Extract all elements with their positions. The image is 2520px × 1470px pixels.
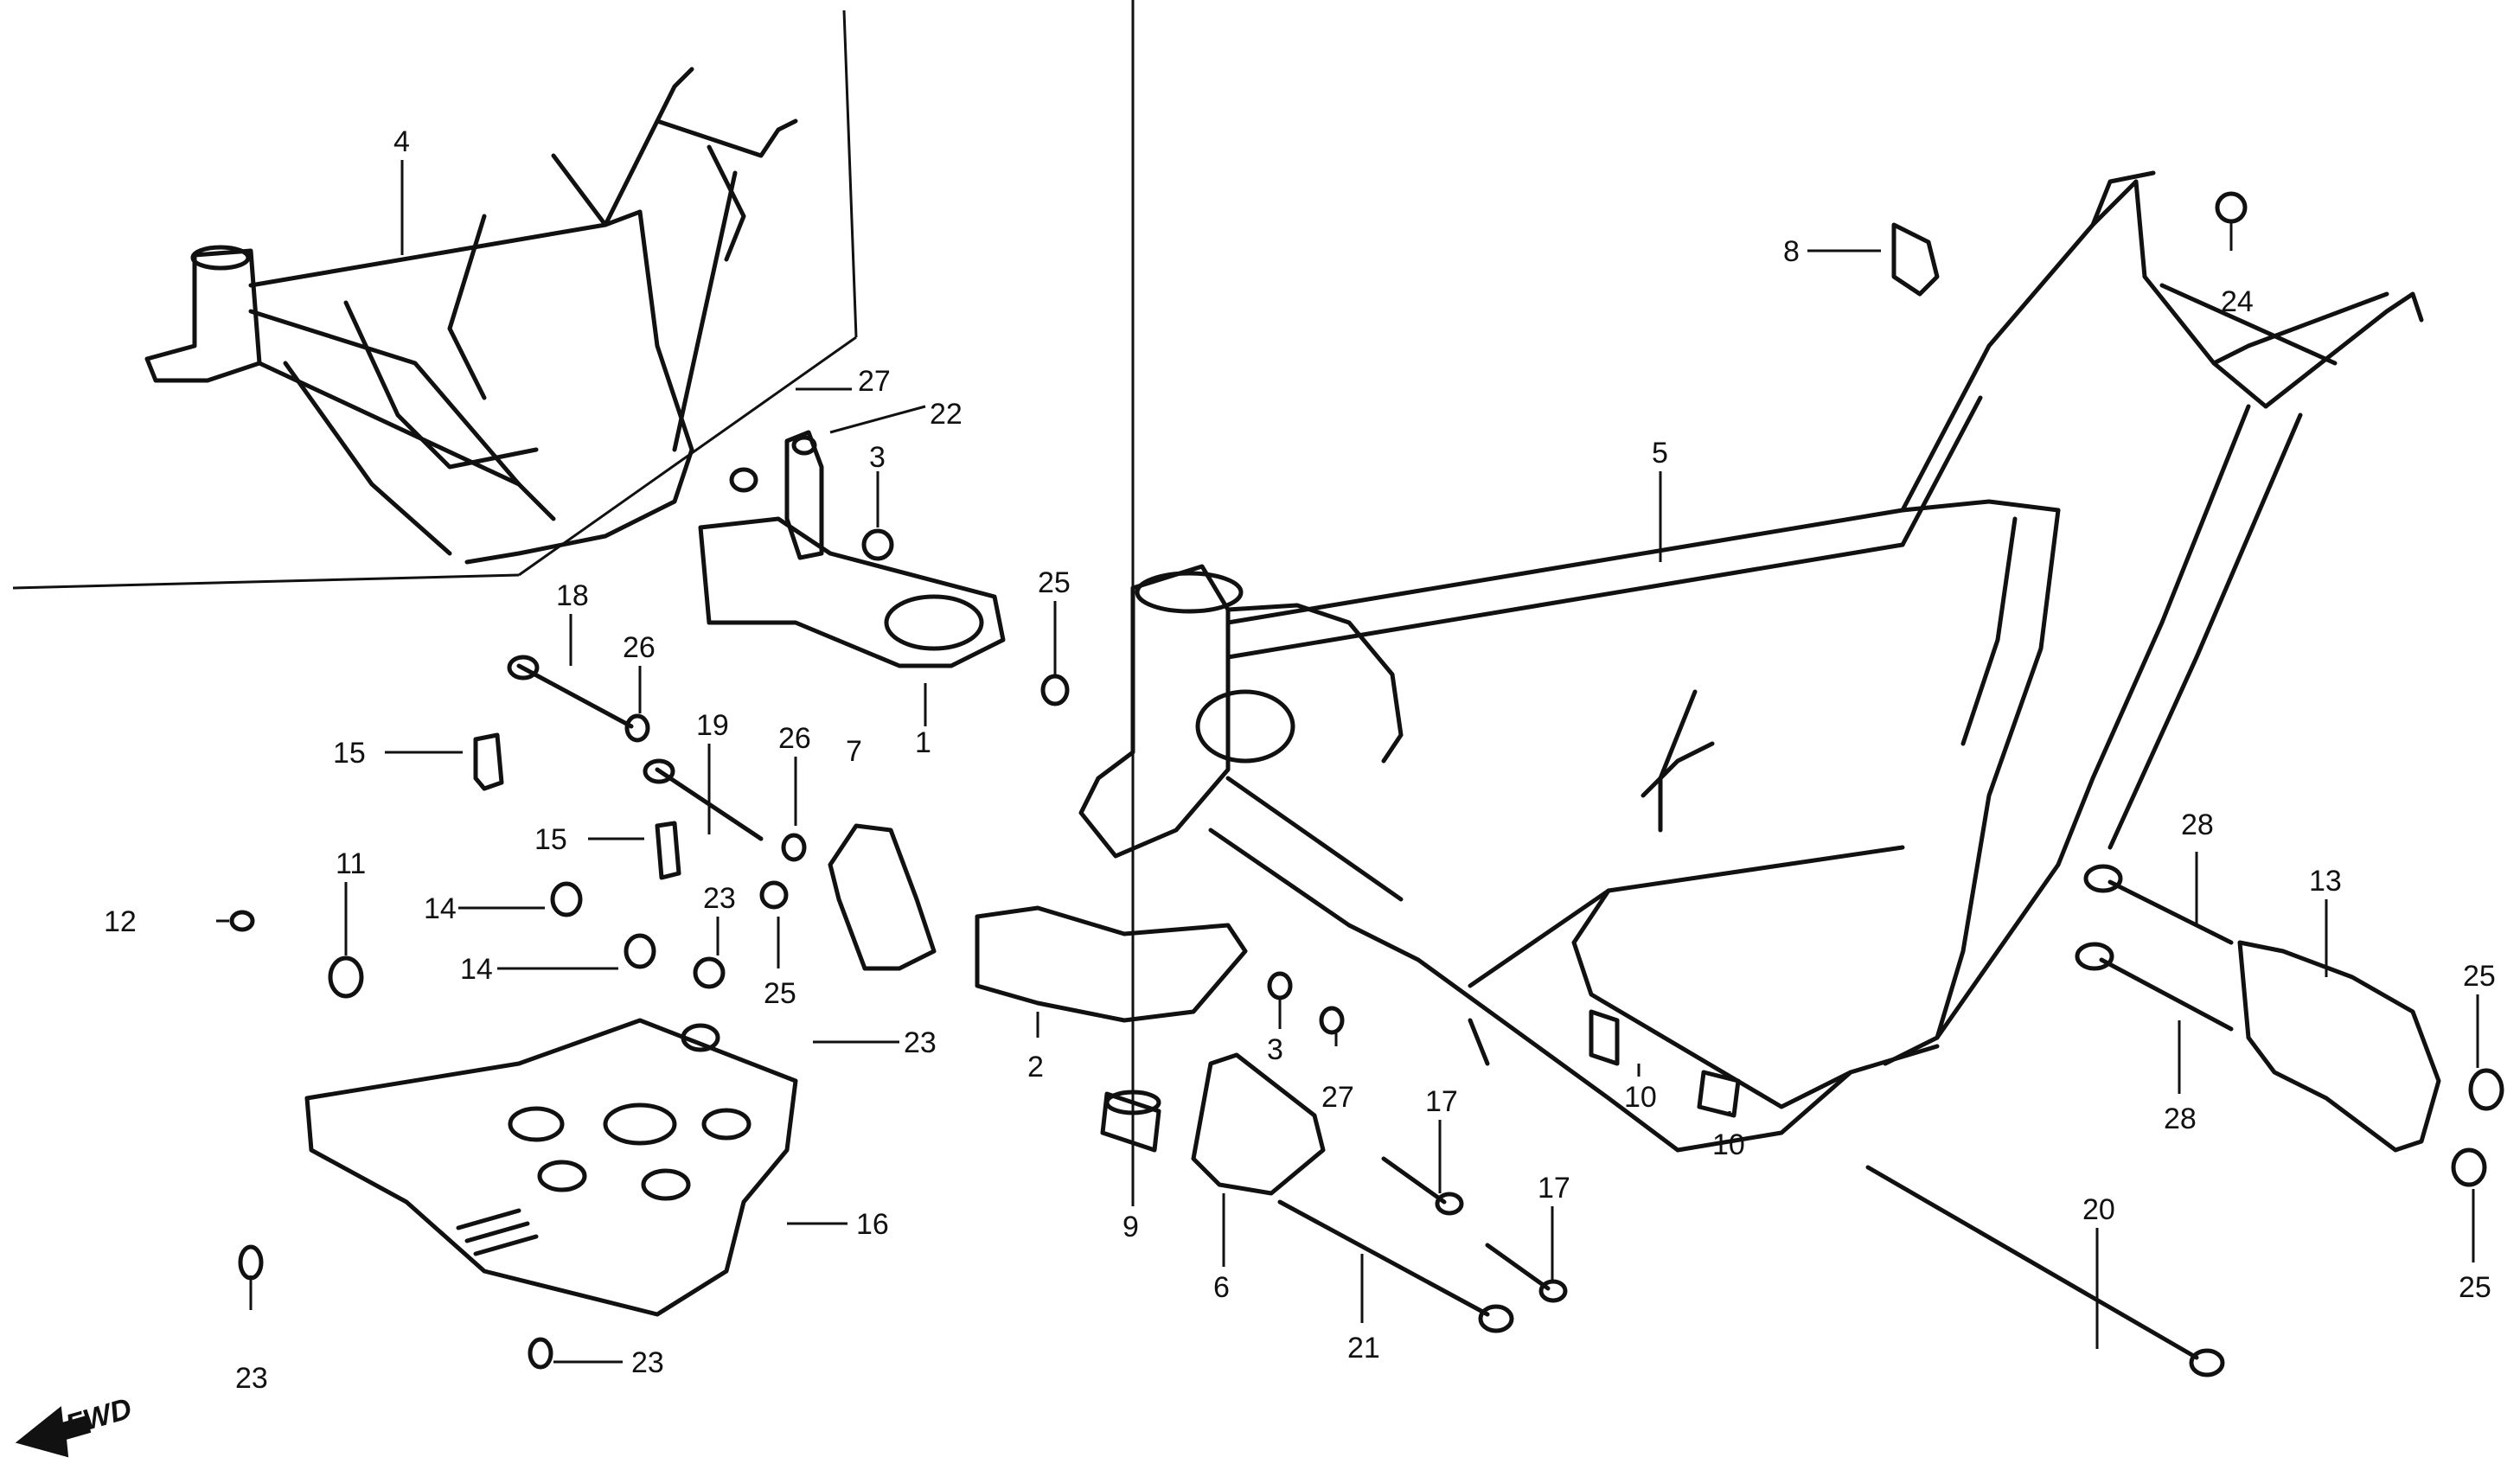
callout-17: 17: [1538, 1172, 1570, 1205]
callout-14: 14: [460, 953, 493, 986]
callout-27: 27: [858, 365, 891, 398]
inset-frame-4: [144, 67, 798, 565]
callout-25: 25: [764, 977, 796, 1010]
callout-23: 23: [235, 1362, 268, 1395]
callout-3: 3: [1267, 1033, 1283, 1066]
callout-9: 9: [1122, 1211, 1139, 1243]
callout-7: 7: [846, 735, 862, 768]
fwd-direction-indicator: FWD: [15, 1392, 136, 1458]
callout-1: 1: [915, 726, 931, 759]
callout-23: 23: [904, 1026, 937, 1059]
leader-lines: [216, 0, 2479, 1364]
part-13-plate: [2237, 940, 2441, 1153]
callout-26: 26: [623, 631, 656, 664]
callout-15: 15: [333, 737, 366, 770]
fwd-label: FWD: [62, 1392, 136, 1442]
callout-22: 22: [930, 398, 963, 431]
main-frame-5: [1078, 170, 2424, 1153]
callout-15: 15: [534, 823, 567, 856]
part-1-guard: [698, 516, 1006, 668]
part-8-clip: [1891, 222, 1940, 297]
callout-4: 4: [393, 125, 410, 158]
callout-labels: 1 2 3 3 4 5 6 7 8 9 10 10 11 12 13 14 14…: [104, 125, 2496, 1395]
callout-25: 25: [2459, 1271, 2491, 1304]
inset-frame-border: [12, 10, 858, 590]
callout-16: 16: [856, 1208, 889, 1241]
callout-25: 25: [2463, 960, 2496, 993]
bolts-and-hardware: [229, 191, 2504, 1377]
callout-8: 8: [1783, 235, 1800, 268]
part-22-bracket: [784, 430, 824, 560]
callout-24: 24: [2221, 285, 2254, 318]
callout-11: 11: [336, 847, 366, 880]
callout-28: 28: [2164, 1102, 2197, 1135]
part-9-collar: [1100, 1090, 1161, 1153]
callout-17: 17: [1425, 1085, 1458, 1118]
callout-13: 13: [2309, 865, 2342, 898]
callout-20: 20: [2082, 1193, 2115, 1226]
callout-27: 27: [1321, 1081, 1354, 1114]
callout-6: 6: [1213, 1271, 1230, 1304]
callout-14: 14: [424, 892, 457, 925]
callout-28: 28: [2181, 808, 2214, 841]
part-6-plate: [1191, 1052, 1326, 1196]
callout-21: 21: [1347, 1332, 1380, 1365]
callout-3: 3: [869, 441, 886, 474]
callout-12: 12: [104, 905, 137, 938]
callout-23: 23: [703, 882, 736, 915]
callout-19: 19: [696, 709, 729, 742]
callout-5: 5: [1652, 437, 1668, 470]
callout-25: 25: [1038, 566, 1071, 599]
callout-2: 2: [1027, 1051, 1044, 1083]
callout-18: 18: [556, 579, 589, 612]
part-2-gusset: [975, 905, 1248, 1023]
callout-10: 10: [1712, 1128, 1745, 1161]
callout-23: 23: [631, 1346, 664, 1379]
callout-10: 10: [1624, 1081, 1657, 1114]
part-7-plate: [828, 823, 937, 971]
fwd-arrow-icon: [15, 1406, 92, 1458]
callout-26: 26: [778, 722, 811, 755]
part-16-skid-plate: [304, 1018, 798, 1317]
